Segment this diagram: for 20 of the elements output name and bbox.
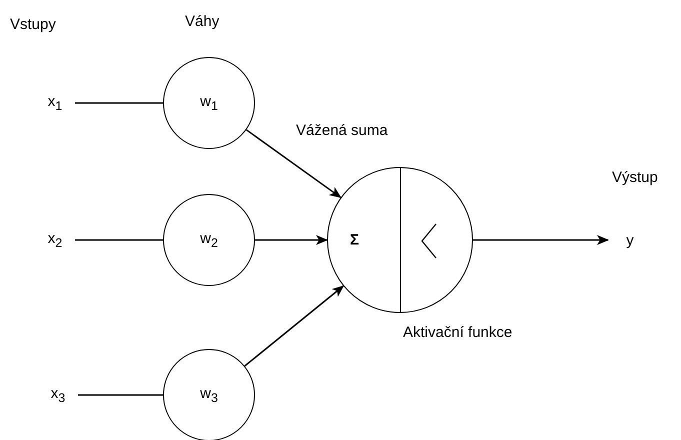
annotation-label: Vážená suma xyxy=(296,123,388,138)
weight-label: w$_{2}$ xyxy=(200,230,218,250)
arrow xyxy=(246,129,342,198)
weight-label: w$_{3}$ xyxy=(200,386,218,404)
weight-label: w$_{1}$ xyxy=(200,94,218,112)
arrow xyxy=(244,285,344,367)
annotation-label: Váhy xyxy=(185,14,220,29)
arrow xyxy=(473,235,609,245)
variable-text: x$_{2}$ xyxy=(35,228,75,252)
connector-line xyxy=(75,102,163,104)
annotation-label: Výstup xyxy=(612,170,658,185)
variable-text: x$_{3}$ xyxy=(38,383,78,407)
variable-text: x$_{1}$ xyxy=(35,91,75,115)
annotation-label: Vstupy xyxy=(10,17,56,32)
connector-line xyxy=(75,239,163,241)
sum-symbol: Σ xyxy=(350,232,360,248)
arrow xyxy=(255,235,328,245)
variable-text: y xyxy=(608,228,652,252)
annotation-label: Aktivační funkce xyxy=(403,325,512,340)
connector-line xyxy=(78,394,163,396)
